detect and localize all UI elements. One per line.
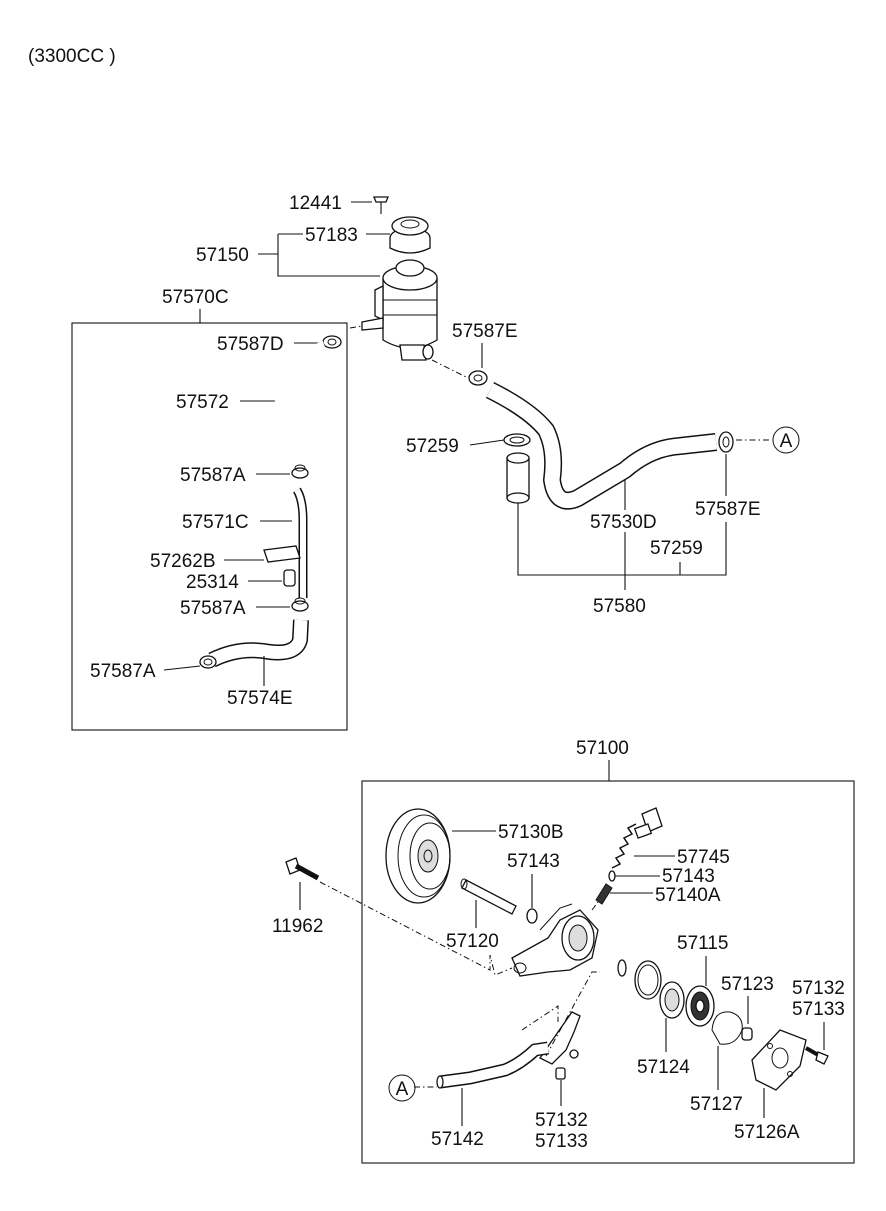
box-57100 <box>361 780 855 1164</box>
pulley-57130b-icon <box>385 808 451 904</box>
label-57123: 57123 <box>721 974 774 995</box>
grommet-25314-icon <box>283 569 296 587</box>
gasket-57127-icon <box>711 1011 743 1045</box>
clamp-57587e-1-icon <box>468 370 488 386</box>
spring-57745-icon <box>611 823 637 869</box>
label-57132-2: 57132 <box>535 1110 588 1131</box>
label-57580: 57580 <box>593 596 646 617</box>
hose-57574e-icon <box>209 619 308 666</box>
label-57133-1: 57133 <box>792 999 845 1020</box>
ref-a-top-circle <box>772 426 800 454</box>
clamp-57259-icon <box>503 433 531 447</box>
label-57127: 57127 <box>690 1094 743 1115</box>
label-57132-1: 57132 <box>792 978 845 999</box>
connector-57745-icon <box>633 807 663 839</box>
cover-57126a-icon <box>751 1029 807 1091</box>
hose-57530d-icon <box>486 383 717 509</box>
label-57126a: 57126A <box>734 1122 800 1143</box>
bracket-icon <box>539 1011 581 1065</box>
label-57570c: 57570C <box>162 287 229 308</box>
box-57570c <box>71 322 348 731</box>
label-57120: 57120 <box>446 931 499 952</box>
ref-a-top: A <box>780 431 793 452</box>
hose-57572-icon <box>274 340 328 464</box>
label-57183: 57183 <box>305 225 358 246</box>
label-57259-2: 57259 <box>650 538 703 559</box>
label-57587e-1: 57587E <box>452 321 518 342</box>
label-57587a-3: 57587A <box>90 661 156 682</box>
label-57140a: 57140A <box>655 885 721 906</box>
label-57745: 57745 <box>677 847 730 868</box>
valve-57140a-icon <box>595 883 613 905</box>
o-ring-57143-1-icon <box>526 908 538 924</box>
label-11962: 11962 <box>272 916 323 937</box>
shaft-57120-icon <box>460 878 517 915</box>
label-57100: 57100 <box>576 738 629 759</box>
label-57115: 57115 <box>677 933 728 954</box>
ref-a-bottom: A <box>396 1079 409 1100</box>
rotor-57115-icon <box>685 985 715 1027</box>
label-57142: 57142 <box>431 1129 484 1150</box>
clamp-57587d-icon <box>322 335 342 349</box>
screw-12441-icon <box>373 196 389 214</box>
pipe-57142-icon <box>439 1043 549 1087</box>
label-57124: 57124 <box>637 1057 690 1078</box>
label-57587e-2: 57587E <box>695 499 761 520</box>
label-57574e: 57574E <box>227 688 293 709</box>
clamp-57587a-3-icon <box>199 655 217 669</box>
label-57262b: 57262B <box>150 551 216 572</box>
clamp-57587a-1-icon <box>291 464 309 479</box>
clamp-57587e-2-icon <box>718 431 734 453</box>
pump-body-icon <box>511 903 599 977</box>
label-57133-2: 57133 <box>535 1131 588 1152</box>
hose-57571c-icon <box>294 488 306 598</box>
label-57587d: 57587D <box>217 334 284 355</box>
label-57143-2: 57143 <box>662 866 715 887</box>
label-57530d: 57530D <box>590 512 657 533</box>
bolt-57132-icon <box>805 1046 829 1065</box>
label-57130b: 57130B <box>498 822 564 843</box>
label-57259-1: 57259 <box>406 436 459 457</box>
pin-57123-icon <box>741 1027 753 1041</box>
bolt-11962-icon <box>285 857 320 881</box>
label-57571c: 57571C <box>182 512 249 533</box>
hose-section-icon <box>506 452 530 504</box>
label-57587a-2: 57587A <box>180 598 246 619</box>
cam-ring-57124-icon <box>659 981 685 1019</box>
reservoir-cap-icon <box>389 216 431 254</box>
ring-small-icon <box>617 959 627 977</box>
clamp-57587a-2-icon <box>291 597 309 612</box>
nut-57132-icon <box>555 1067 566 1080</box>
engine-note: (3300CC ) <box>28 46 116 67</box>
label-25314: 25314 <box>186 572 239 593</box>
ring-large-icon <box>634 960 662 1000</box>
label-12441: 12441 <box>289 193 342 214</box>
label-57572: 57572 <box>176 392 229 413</box>
label-57587a-1: 57587A <box>180 465 246 486</box>
label-57150: 57150 <box>196 245 249 266</box>
ref-a-bottom-circle <box>388 1074 416 1102</box>
label-57143-1: 57143 <box>507 851 560 872</box>
bracket-57262b-icon <box>263 545 301 563</box>
reservoir-tank-icon <box>361 259 438 361</box>
o-ring-57143-2-icon <box>608 870 616 882</box>
